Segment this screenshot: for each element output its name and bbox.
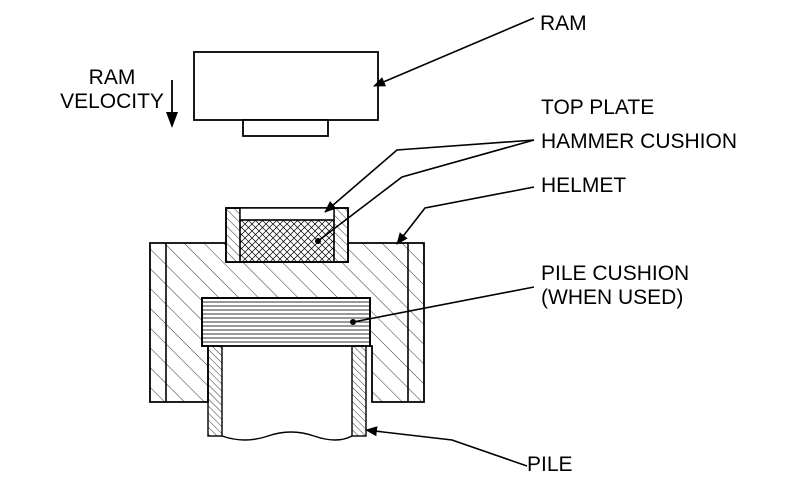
hammer-cushion-leader [317, 139, 535, 242]
ram [193, 51, 379, 137]
ram-velocity-label-line2: VELOCITY [60, 90, 164, 113]
pile-cushion [201, 297, 371, 347]
pile [207, 345, 367, 441]
ram-leader [373, 17, 535, 87]
ram-velocity-label-line1: RAM [88, 66, 136, 89]
ram-velocity-label: RAM VELOCITY [52, 66, 172, 114]
ram-label: RAM [540, 12, 587, 35]
ram-velocity-arrow [166, 80, 178, 128]
top-plate-leader [324, 139, 535, 213]
helmet-label: HELMET [541, 174, 627, 197]
helmet-leader [396, 186, 535, 245]
top-plate-label: TOP PLATE [541, 96, 655, 119]
pile-cushion-label: PILE CUSHION (WHEN USED) [541, 262, 689, 310]
top-plate [239, 207, 335, 221]
leader-lines [317, 17, 535, 467]
hammer-cushion-label: HAMMER CUSHION [541, 130, 738, 153]
pile-cushion-label-line2: (WHEN USED) [541, 286, 684, 309]
pile-leader [365, 426, 528, 467]
pile-cushion-label-line1: PILE CUSHION [541, 262, 690, 285]
pile-cushion-leader [352, 286, 535, 323]
pile-label: PILE [527, 453, 573, 476]
